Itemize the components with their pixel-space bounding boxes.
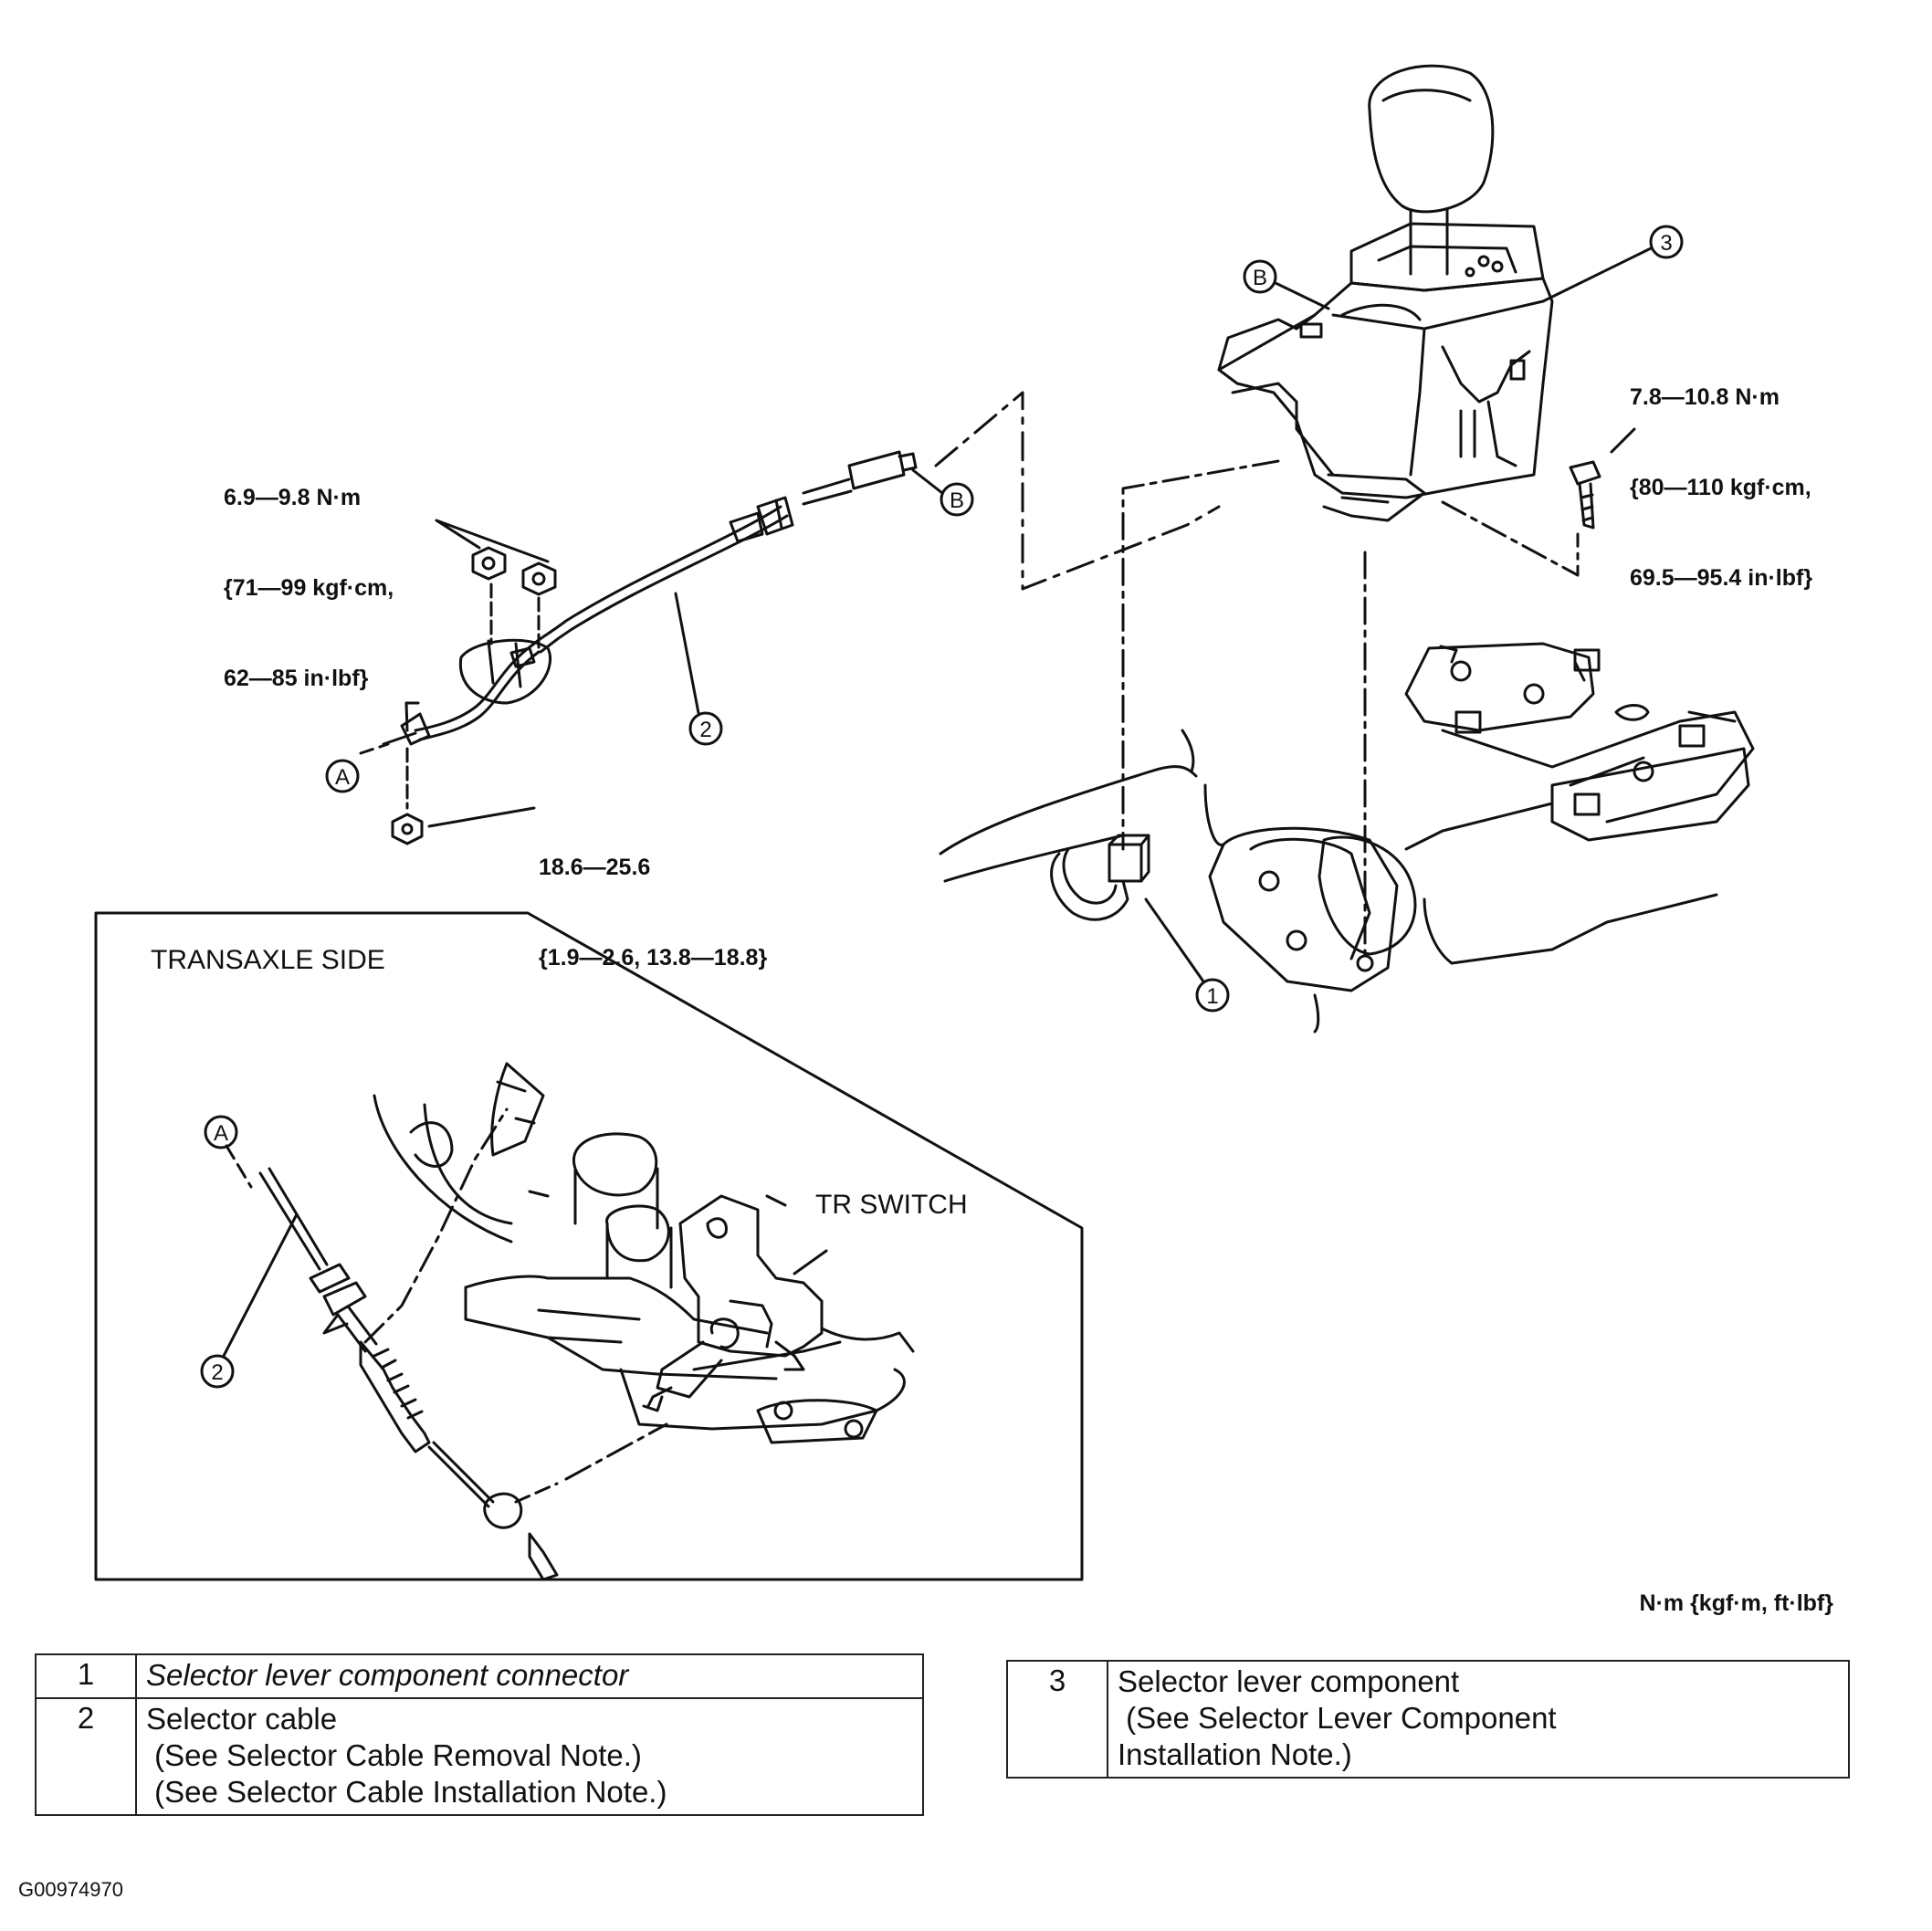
callout-2-inset-text: 2 [211,1360,223,1385]
callout-b-top-text: B [1253,266,1267,290]
legend-line: (See Selector Cable Installation Note.) [146,1775,667,1809]
torque-spec-clamp-nut: 18.6—25.6 {1.9—2.6, 13.8—18.8} [539,792,767,1003]
clamp-nut [391,747,536,845]
callout-3-text: 3 [1660,231,1672,256]
legend-num: 1 [35,1653,137,1699]
legend-table-right: 3 Selector lever component (See Selector… [1006,1660,1850,1779]
selector-cable [359,450,918,755]
callout-1 [1144,897,1230,1013]
torque-line: {80—110 kgf·cm, [1630,475,1811,500]
legend-line: (See Selector Cable Removal Note.) [146,1738,642,1772]
legend-line: Selector cable [146,1702,338,1736]
torque-line: 62—85 in·lbf} [224,666,369,691]
tr-switch [642,1194,828,1412]
callout-b-top [1243,259,1330,310]
legend-table-left: 1 Selector lever component connector 2 S… [35,1653,924,1816]
torque-line: 6.9—9.8 N·m [224,485,362,510]
legend-desc: Selector lever component connector [135,1653,924,1699]
figure-id: G00974970 [18,1878,123,1901]
torque-spec-bracket-nuts: 6.9—9.8 N·m {71—99 kgf·cm, 62—85 in·lbf} [224,423,394,724]
legend-line: (See Selector Lever Component [1118,1701,1557,1735]
bracket-nuts [435,519,557,650]
torque-line: {1.9—2.6, 13.8—18.8} [539,945,768,971]
legend-row: 3 Selector lever component (See Selector… [1006,1660,1850,1779]
legend-line: Installation Note.) [1118,1737,1352,1771]
callout-2-cable-text: 2 [699,718,711,742]
callout-2-cable [674,592,723,746]
callout-a-cable [325,759,360,793]
legend-row: 1 Selector lever component connector [35,1653,924,1699]
torque-line: 69.5—95.4 in·lbf} [1630,565,1813,591]
legend-desc: Selector lever component (See Selector L… [1107,1660,1850,1779]
legend-desc: Selector cable (See Selector Cable Remov… [135,1697,924,1816]
units-note: N·m {kgf·m, ft·lbf} [1639,1590,1833,1616]
legend-num: 3 [1006,1660,1108,1779]
tr-switch-label: TR SWITCH [815,1190,968,1220]
legend-line: Selector lever component connector [146,1658,629,1692]
selector-lever-component [1217,64,1554,522]
callout-a-cable-text: A [335,765,350,790]
callout-1-text: 1 [1206,984,1218,1009]
inset-title: TRANSAXLE SIDE [151,945,385,975]
legend-line: Selector lever component [1118,1664,1460,1698]
callout-b-cable [911,468,974,517]
lever-bolt [1569,427,1636,530]
inset-frame [94,911,1084,1581]
legend-num: 2 [35,1697,137,1816]
legend-row: 2 Selector cable (See Selector Cable Rem… [35,1697,924,1816]
torque-spec-lever-bolt: 7.8—10.8 N·m {80—110 kgf·cm, 69.5—95.4 i… [1630,322,1812,624]
torque-line: {71—99 kgf·cm, [224,575,394,601]
transaxle-body [373,1062,915,1444]
torque-line: 7.8—10.8 N·m [1630,384,1780,410]
callout-a-inset [204,1115,238,1149]
callout-b-cable-text: B [950,488,964,513]
callout-a-inset-text: A [214,1121,228,1146]
torque-line: 18.6—25.6 [539,855,651,880]
inset-cable [225,1107,668,1581]
floor-panel [939,642,1755,1034]
callout-3 [1541,225,1684,303]
selector-lever-connector [1050,834,1150,921]
callout-2-inset [200,1212,299,1389]
